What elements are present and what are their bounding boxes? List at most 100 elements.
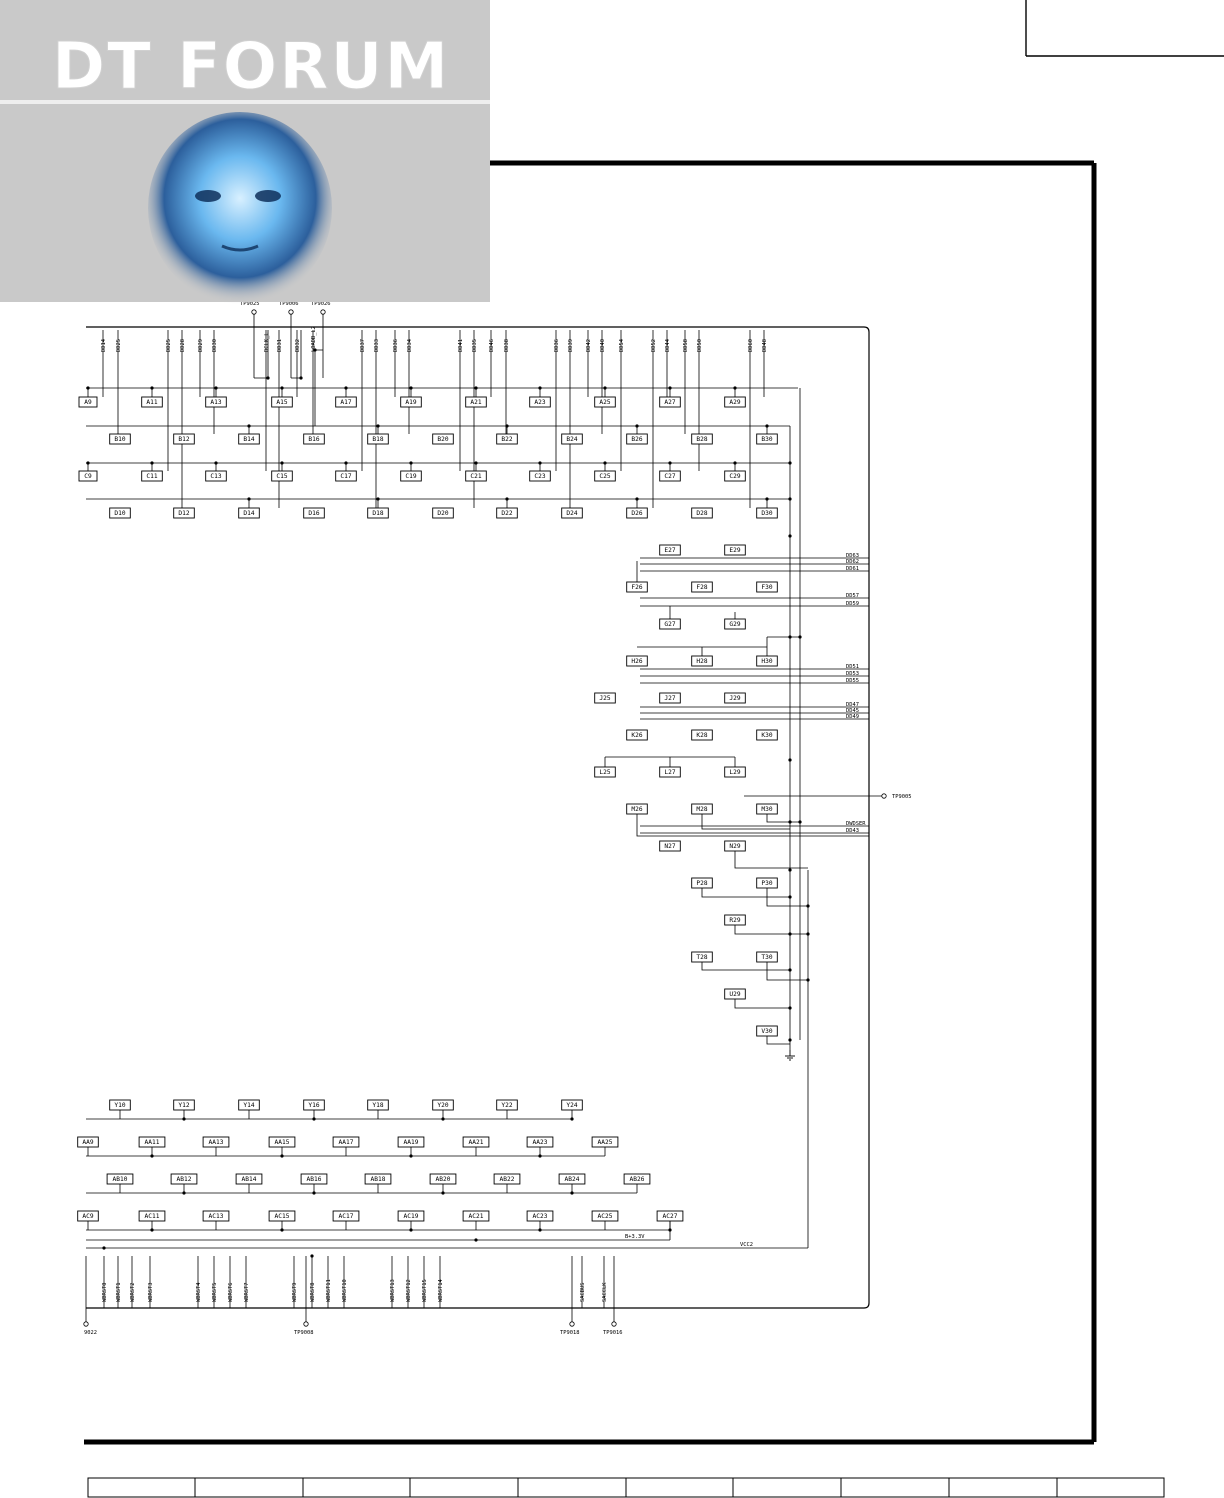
pin-a19: A19 — [400, 396, 422, 408]
pin-d16: D16 — [303, 507, 325, 519]
pin-label: AA19 — [404, 1139, 419, 1146]
pin-a11: A11 — [141, 396, 163, 408]
pin-label: C21 — [470, 473, 481, 480]
pin-label: N27 — [664, 843, 675, 850]
junction-dot — [765, 497, 769, 501]
pin-y18: Y18 — [367, 1099, 389, 1111]
pin-label: AC21 — [469, 1213, 484, 1220]
signal-label: DD47 — [846, 702, 859, 708]
pin-c23: C23 — [529, 470, 551, 482]
pin-a13: A13 — [205, 396, 227, 408]
signal-label: DD36 — [393, 339, 399, 352]
pin-label: C25 — [599, 473, 610, 480]
junction-dot — [635, 424, 639, 428]
pin-aa13: AA13 — [202, 1136, 230, 1148]
test-point-label: TP9026 — [311, 301, 330, 307]
signal-label: DD36 — [554, 339, 560, 352]
pin-ac11: AC11 — [138, 1210, 166, 1222]
pin-aa9: AA9 — [77, 1136, 99, 1148]
pin-label: B16 — [308, 436, 319, 443]
test-point-marker — [83, 1321, 89, 1327]
signal-label: DD51 — [846, 664, 859, 670]
junction-layer — [86, 348, 810, 1258]
junction-dot — [668, 1228, 672, 1232]
pin-ac25: AC25 — [591, 1210, 619, 1222]
test-point-marker — [320, 309, 326, 315]
pin-c9: C9 — [78, 470, 98, 482]
signal-label: WBRST4 — [196, 1283, 202, 1302]
test-point-label: TP9006 — [279, 301, 298, 307]
signal-label: DD41 — [458, 339, 464, 352]
pin-b26: B26 — [626, 433, 648, 445]
test-point-label: TP9016 — [603, 1330, 622, 1336]
pin-m28: M28 — [691, 803, 713, 815]
pin-c21: C21 — [465, 470, 487, 482]
pin-label: A17 — [340, 399, 351, 406]
pin-ab12: AB12 — [170, 1173, 198, 1185]
pin-label: T28 — [696, 954, 707, 961]
pin-ab14: AB14 — [235, 1173, 263, 1185]
signal-label: DD39 — [568, 339, 574, 352]
pin-a9: A9 — [78, 396, 98, 408]
pin-v30: V30 — [756, 1025, 778, 1037]
pin-c29: C29 — [724, 470, 746, 482]
junction-dot — [765, 424, 769, 428]
pin-label: K26 — [631, 732, 642, 739]
pin-label: A11 — [146, 399, 157, 406]
signal-label: WBRST6 — [228, 1283, 234, 1302]
signal-label: DD28 — [180, 339, 186, 352]
pin-label: A29 — [729, 399, 740, 406]
watermark-logo: DT FORUM — [0, 0, 490, 304]
pin-label: D10 — [114, 510, 125, 517]
pin-label: AA13 — [209, 1139, 224, 1146]
b3v3-label: B+3.3V — [625, 1234, 645, 1240]
pin-d22: D22 — [496, 507, 518, 519]
pin-label: L25 — [599, 769, 610, 776]
junction-dot — [788, 895, 792, 899]
junction-dot — [788, 820, 792, 824]
signal-label: WBRST12 — [406, 1279, 412, 1302]
signal-label: WBRST10 — [342, 1279, 348, 1302]
pin-label: C9 — [84, 473, 92, 480]
pin-f28: F28 — [691, 581, 713, 593]
junction-dot — [409, 1154, 413, 1158]
junction-dot — [788, 635, 792, 639]
face-image-icon — [148, 112, 332, 304]
pin-label: G29 — [729, 621, 740, 628]
pin-e29: E29 — [724, 544, 746, 556]
test-point-label: 9022 — [84, 1330, 97, 1336]
pin-c11: C11 — [141, 470, 163, 482]
signal-label: DD63 — [846, 553, 859, 559]
junction-dot — [474, 386, 478, 390]
junction-dot — [441, 1117, 445, 1121]
signal-label: DD38 — [504, 339, 510, 352]
pin-a25: A25 — [594, 396, 616, 408]
pin-h26: H26 — [626, 655, 648, 667]
pin-ab10: AB10 — [106, 1173, 134, 1185]
junction-dot — [733, 461, 737, 465]
pin-j25: J25 — [594, 692, 616, 704]
pin-label: Y18 — [372, 1102, 383, 1109]
pin-label: C13 — [210, 473, 221, 480]
pin-y22: Y22 — [496, 1099, 518, 1111]
junction-dot — [806, 978, 810, 982]
test-point-marker — [881, 793, 887, 799]
pin-label: A25 — [599, 399, 610, 406]
pin-label: T30 — [761, 954, 772, 961]
test-point-label: TP9025 — [240, 301, 259, 307]
pin-f26: F26 — [626, 581, 648, 593]
pin-aa23: AA23 — [526, 1136, 554, 1148]
junction-dot — [182, 1191, 186, 1195]
junction-dot — [344, 386, 348, 390]
junction-dot — [247, 424, 251, 428]
junction-dot — [214, 461, 218, 465]
signal-label: DD48 — [762, 339, 768, 352]
pin-label: AA17 — [339, 1139, 354, 1146]
pin-b28: B28 — [691, 433, 713, 445]
pin-label: Y22 — [501, 1102, 512, 1109]
page-frame — [84, 160, 1097, 1445]
pin-label: AB22 — [500, 1176, 515, 1183]
test-point-marker — [251, 309, 257, 315]
pin-label: C29 — [729, 473, 740, 480]
